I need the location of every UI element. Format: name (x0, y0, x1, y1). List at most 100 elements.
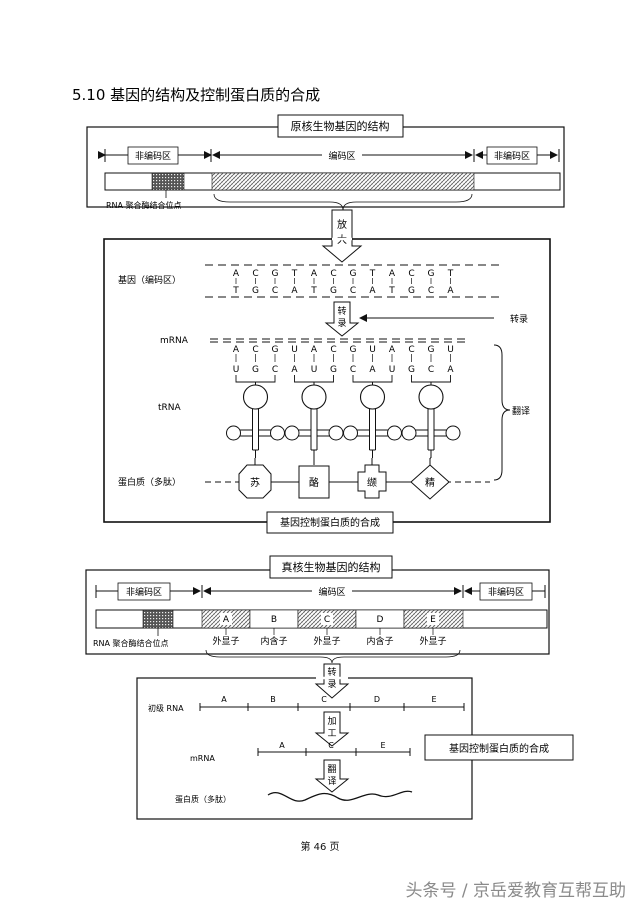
euk-transcribe-arrow (314, 663, 350, 699)
prok-transcribe-char-2: 录 (337, 318, 346, 329)
mrna-label: mRNA (160, 336, 189, 346)
dna-top-base: A (311, 269, 318, 279)
euk-segment-letter: B (271, 615, 277, 625)
euk-segment-letter: E (430, 615, 436, 625)
prok-caption-box (266, 511, 394, 534)
prok-structure-frame (86, 126, 565, 208)
process-char-1: 加 (327, 716, 336, 727)
euk-title: 真核生物基因的结构 (282, 560, 381, 574)
euk-region-label: 外显子 (212, 635, 239, 647)
dna-bottom-base: A (369, 286, 376, 296)
euk-translate-arrow (314, 759, 350, 793)
translation-label: 翻译 (512, 406, 530, 417)
trna-anticodon-base: G (408, 365, 415, 375)
primary-rna-segment: D (374, 695, 380, 704)
mrna-base: C (408, 345, 414, 355)
page-heading: 5.10 基因的结构及控制蛋白质的合成 (72, 86, 321, 104)
amino-acid-octagon (238, 464, 272, 499)
dna-bottom-base: T (388, 286, 395, 296)
dna-top-base: C (330, 269, 336, 279)
euk-caption: 基因控制蛋白质的合成 (449, 742, 549, 755)
euk-region-label: 内含子 (366, 635, 393, 647)
dna-bottom-base: A (291, 286, 298, 296)
dna-bottom-base: G (252, 286, 259, 296)
prok-promoter-region (151, 172, 185, 191)
trna-anticodon-base: A (369, 365, 376, 375)
primary-rna-segment: A (221, 695, 227, 704)
trna-group (226, 375, 461, 465)
transcription-label: 转录 (510, 313, 528, 325)
prok-coding-region (211, 172, 475, 191)
euk-noncoding-right: 非编码区 (488, 586, 524, 598)
prok-title: 原核生物基因的结构 (291, 119, 390, 133)
trna-anticodon-base: G (330, 365, 337, 375)
amino-acid-4: 精 (425, 476, 435, 489)
euk-rna-site: RNA 聚合酶结合位点 (93, 638, 169, 648)
dna-top-base: T (369, 269, 376, 279)
euk-mrna-segment: E (380, 741, 385, 750)
trna-molecule (343, 375, 402, 465)
protein-label: 蛋白质（多肽） (118, 476, 181, 488)
euk-region-label: 外显子 (419, 635, 446, 647)
polypeptide-squiggle (267, 790, 413, 802)
processing-arrow (314, 711, 350, 747)
amino-acid-diamond (410, 464, 450, 500)
dna-bottom-base: T (310, 286, 317, 296)
mrna-base: C (330, 345, 336, 355)
prok-title-box (277, 114, 404, 138)
primary-rna-label: 初级 RNA (148, 703, 184, 713)
prok-coding-label: 编码区 (328, 150, 355, 162)
euk-transcribe-char-2: 录 (327, 679, 336, 690)
amino-acid-1: 苏 (250, 476, 260, 489)
trna-molecule (226, 375, 285, 465)
mrna-base: G (350, 345, 357, 355)
prok-coding-brace (213, 193, 473, 211)
euk-segment-letter: A (223, 615, 230, 625)
primary-rna-segment: C (321, 695, 327, 704)
dna-bottom-base: T (232, 286, 239, 296)
euk-coding-brace (205, 649, 461, 664)
euk-segment-letter: C (324, 615, 330, 625)
process-char-2: 工 (327, 729, 336, 739)
page-number: 第 46 页 (300, 842, 340, 853)
dna-bottom-base: C (272, 286, 278, 296)
mrna-base: U (291, 345, 298, 355)
trna-molecule (284, 375, 344, 465)
mrna-base: A (389, 345, 396, 355)
primary-rna-segment: E (431, 695, 436, 704)
dna-top-base: C (252, 269, 258, 279)
prok-caption: 基因控制蛋白质的合成 (280, 516, 380, 529)
trna-anticodon-base: U (233, 365, 240, 375)
dna-top-base: G (428, 269, 435, 279)
euk-protein-label: 蛋白质（多肽） (175, 794, 231, 804)
prok-transcribe-char-1: 转 (337, 305, 346, 317)
mrna-base: C (252, 345, 258, 355)
amino-acid-square (298, 465, 330, 499)
dna-top-base: A (389, 269, 396, 279)
dna-top-base: A (233, 269, 240, 279)
trna-anticodon-base: G (252, 365, 259, 375)
euk-mrna-label: mRNA (190, 754, 215, 763)
dna-bottom-base: G (330, 286, 337, 296)
mrna-base: U (447, 345, 454, 355)
euk-segment-letter: D (377, 615, 384, 625)
mrna-base: G (428, 345, 435, 355)
amino-acid-cross (357, 464, 387, 499)
euk-caption-box (424, 734, 574, 761)
primary-rna-segment: B (270, 695, 276, 704)
gene-label: 基因（编码区） (118, 274, 181, 286)
magnify-char-1: 放 (337, 218, 347, 231)
trna-anticodon-base: C (272, 365, 278, 375)
dna-bottom-base: C (350, 286, 356, 296)
euk-coding-label: 编码区 (318, 586, 345, 598)
trna-anticodon-base: A (447, 365, 454, 375)
trna-anticodon-base: U (389, 365, 396, 375)
dna-top-base: T (291, 269, 298, 279)
watermark: 头条号 / 京岳爱教育互帮互助 (405, 881, 626, 901)
